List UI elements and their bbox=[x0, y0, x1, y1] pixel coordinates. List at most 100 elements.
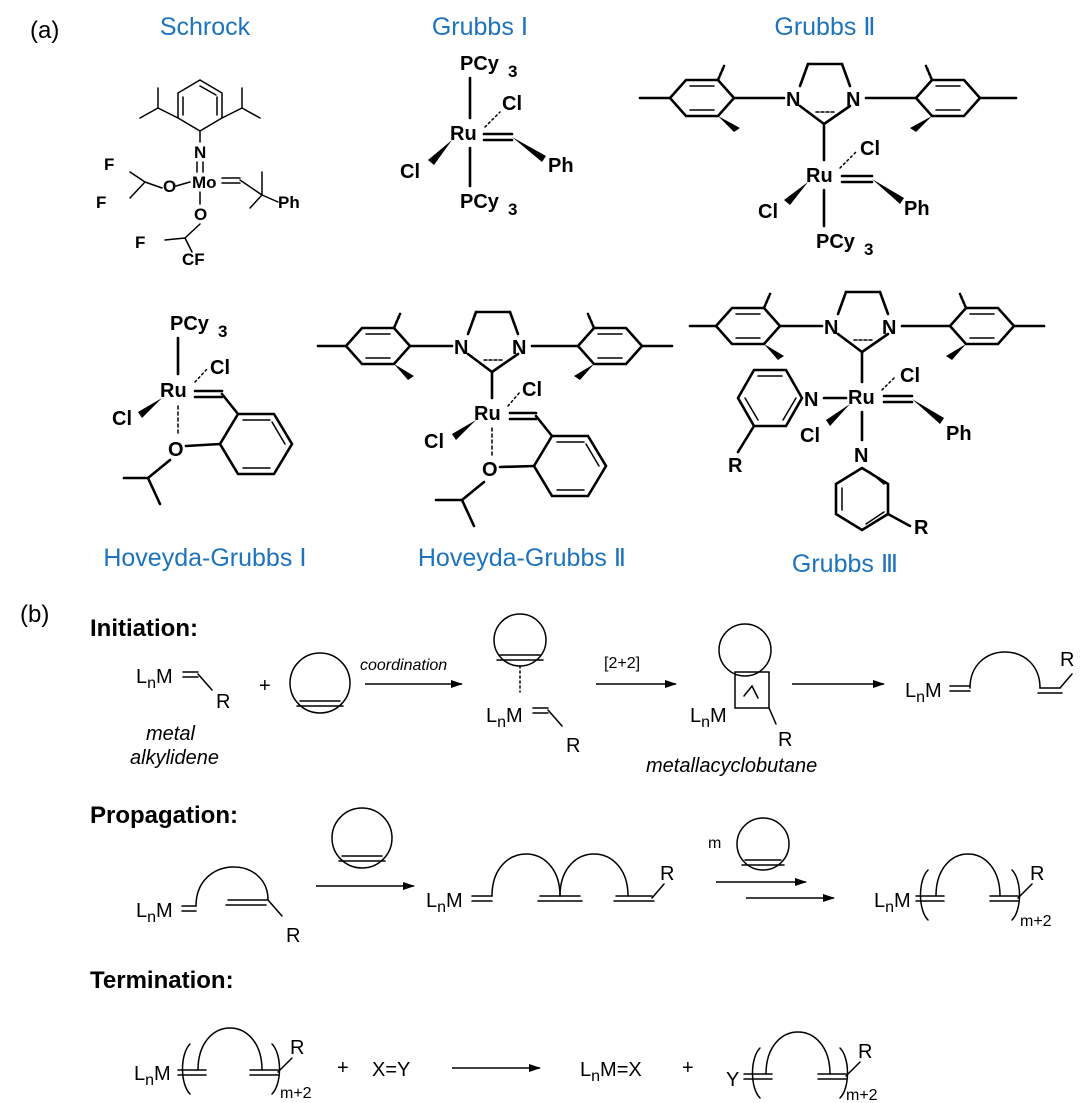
label-x-y: X=Y bbox=[372, 1059, 410, 1081]
label-m-plus-2: m+2 bbox=[280, 1085, 312, 1102]
catalyst-name-grubbs-3: Grubbs Ⅲ bbox=[792, 550, 898, 578]
atom-cl: Cl bbox=[112, 408, 132, 430]
atom-cl: Cl bbox=[400, 161, 420, 183]
atom-cf3: CF bbox=[182, 250, 205, 269]
atom-sub3: 3 bbox=[508, 62, 517, 81]
coordinated-olefin-complex: LnM R bbox=[486, 613, 580, 757]
atom-f3c: F bbox=[96, 193, 106, 212]
atom-pcy3: PCy bbox=[816, 231, 856, 253]
atom-ru: Ru bbox=[848, 387, 875, 409]
panel-label-b: (b) bbox=[20, 601, 49, 628]
atom-ph: Ph bbox=[548, 155, 574, 177]
svg-text:LnM: LnM bbox=[874, 890, 911, 916]
atom-n: N bbox=[824, 317, 838, 339]
structure-grubbs-1: PCy 3 Ru Cl Ph Cl PCy 3 bbox=[400, 53, 574, 219]
atom-ph: Ph bbox=[904, 198, 930, 220]
cyclic-olefin-icon bbox=[736, 817, 790, 871]
svg-text:LnM: LnM bbox=[690, 705, 727, 731]
stage-termination: Termination: bbox=[90, 967, 234, 994]
termination-product-2: Y R m+2 bbox=[726, 1031, 878, 1103]
atom-r: R bbox=[914, 517, 929, 539]
label-coordination: coordination bbox=[360, 657, 447, 674]
propagation-intermediate: LnM R bbox=[426, 853, 674, 916]
atom-n: N bbox=[786, 89, 800, 111]
termination-reactant: LnM R m+2 bbox=[134, 1027, 312, 1102]
atom-n: N bbox=[882, 317, 896, 339]
atom-cl: Cl bbox=[522, 379, 542, 401]
atom-ph: Ph bbox=[278, 193, 300, 212]
termination-product-1: LnM=X bbox=[580, 1059, 642, 1085]
svg-text:LnM=X: LnM=X bbox=[580, 1059, 642, 1085]
label-metal: metal bbox=[146, 723, 195, 745]
atom-cl: Cl bbox=[502, 93, 522, 115]
atom-f3c: F bbox=[135, 233, 145, 252]
atom-n: N bbox=[854, 445, 868, 467]
atom-n: N bbox=[512, 337, 526, 359]
atom-sub3: 3 bbox=[864, 240, 873, 259]
svg-text:LnM: LnM bbox=[136, 900, 173, 926]
atom-mo: Mo bbox=[192, 173, 217, 192]
atom-o: O bbox=[168, 439, 184, 461]
atom-o: O bbox=[482, 459, 498, 481]
atom-n: N bbox=[454, 337, 468, 359]
label-m-plus-2: m+2 bbox=[1020, 913, 1052, 930]
svg-text:LnM: LnM bbox=[136, 666, 173, 692]
atom-cl: Cl bbox=[210, 357, 230, 379]
atom-r: R bbox=[728, 455, 743, 477]
label-alkylidene: alkylidene bbox=[130, 747, 219, 769]
ring-opened-product: LnM R bbox=[905, 649, 1074, 706]
catalyst-name-hoveyda-grubbs-2: Hoveyda-Grubbs Ⅱ bbox=[418, 544, 626, 572]
stage-propagation: Propagation: bbox=[90, 802, 238, 829]
atom-pcy3: PCy bbox=[460, 53, 500, 75]
atom-sub3: 3 bbox=[508, 200, 517, 219]
svg-text:LnM: LnM bbox=[134, 1063, 171, 1089]
label-r: R bbox=[566, 735, 580, 757]
stage-initiation: Initiation: bbox=[90, 615, 198, 642]
atom-pcy3: PCy bbox=[460, 191, 500, 213]
structure-schrock: N Mo Ph O O F F F CF bbox=[96, 79, 300, 269]
initiation-metal-alkylidene: LnM R metal alkylidene bbox=[130, 666, 230, 769]
svg-text:LnM: LnM bbox=[905, 680, 942, 706]
atom-f3c: F bbox=[104, 155, 114, 174]
plus-sign: + bbox=[682, 1057, 694, 1079]
atom-ru: Ru bbox=[806, 165, 833, 187]
svg-text:LnM: LnM bbox=[426, 890, 463, 916]
atom-n: N bbox=[194, 143, 206, 162]
atom-sub3: 3 bbox=[218, 322, 227, 341]
plus-sign: + bbox=[259, 675, 271, 697]
panel-label-a: (a) bbox=[30, 17, 59, 44]
label-metallacyclobutane: metallacyclobutane bbox=[646, 755, 817, 777]
structure-grubbs-3: N N Ru Cl Ph Cl N R N bbox=[688, 290, 1046, 539]
structure-hoveyda-grubbs-1: PCy 3 Ru Cl Cl O bbox=[112, 313, 294, 506]
label-r: R bbox=[290, 1037, 304, 1059]
svg-text:LnM: LnM bbox=[486, 705, 523, 731]
label-r: R bbox=[778, 729, 792, 751]
structure-hoveyda-grubbs-2: N N Ru Cl Cl O bbox=[316, 310, 674, 528]
atom-cl: Cl bbox=[424, 431, 444, 453]
label-r: R bbox=[286, 925, 300, 947]
label-y: Y bbox=[726, 1069, 739, 1091]
label-r: R bbox=[1060, 649, 1074, 671]
atom-pcy3: PCy bbox=[170, 313, 210, 335]
catalyst-name-schrock: Schrock bbox=[160, 13, 251, 41]
atom-o: O bbox=[163, 177, 176, 196]
atom-o: O bbox=[194, 205, 207, 224]
structure-grubbs-2: N N Ru Cl Ph Cl PCy 3 bbox=[638, 62, 1018, 259]
catalyst-name-grubbs-1: Grubbs Ⅰ bbox=[432, 13, 528, 41]
atom-ru: Ru bbox=[474, 403, 501, 425]
cyclic-olefin-icon bbox=[331, 807, 393, 869]
atom-cl: Cl bbox=[800, 425, 820, 447]
propagation-reactant: LnM R bbox=[136, 866, 300, 947]
label-m: m bbox=[708, 835, 721, 852]
atom-n: N bbox=[804, 389, 818, 411]
label-2plus2: [2+2] bbox=[604, 655, 640, 672]
label-m-plus-2: m+2 bbox=[846, 1087, 878, 1103]
catalyst-name-grubbs-2: Grubbs Ⅱ bbox=[774, 13, 875, 41]
atom-cl: Cl bbox=[860, 138, 880, 160]
atom-cl: Cl bbox=[758, 201, 778, 223]
metallacyclobutane-complex: LnM R metallacyclobutane bbox=[646, 623, 817, 777]
atom-ru: Ru bbox=[450, 123, 477, 145]
atom-ph: Ph bbox=[946, 423, 972, 445]
label-r: R bbox=[660, 863, 674, 885]
